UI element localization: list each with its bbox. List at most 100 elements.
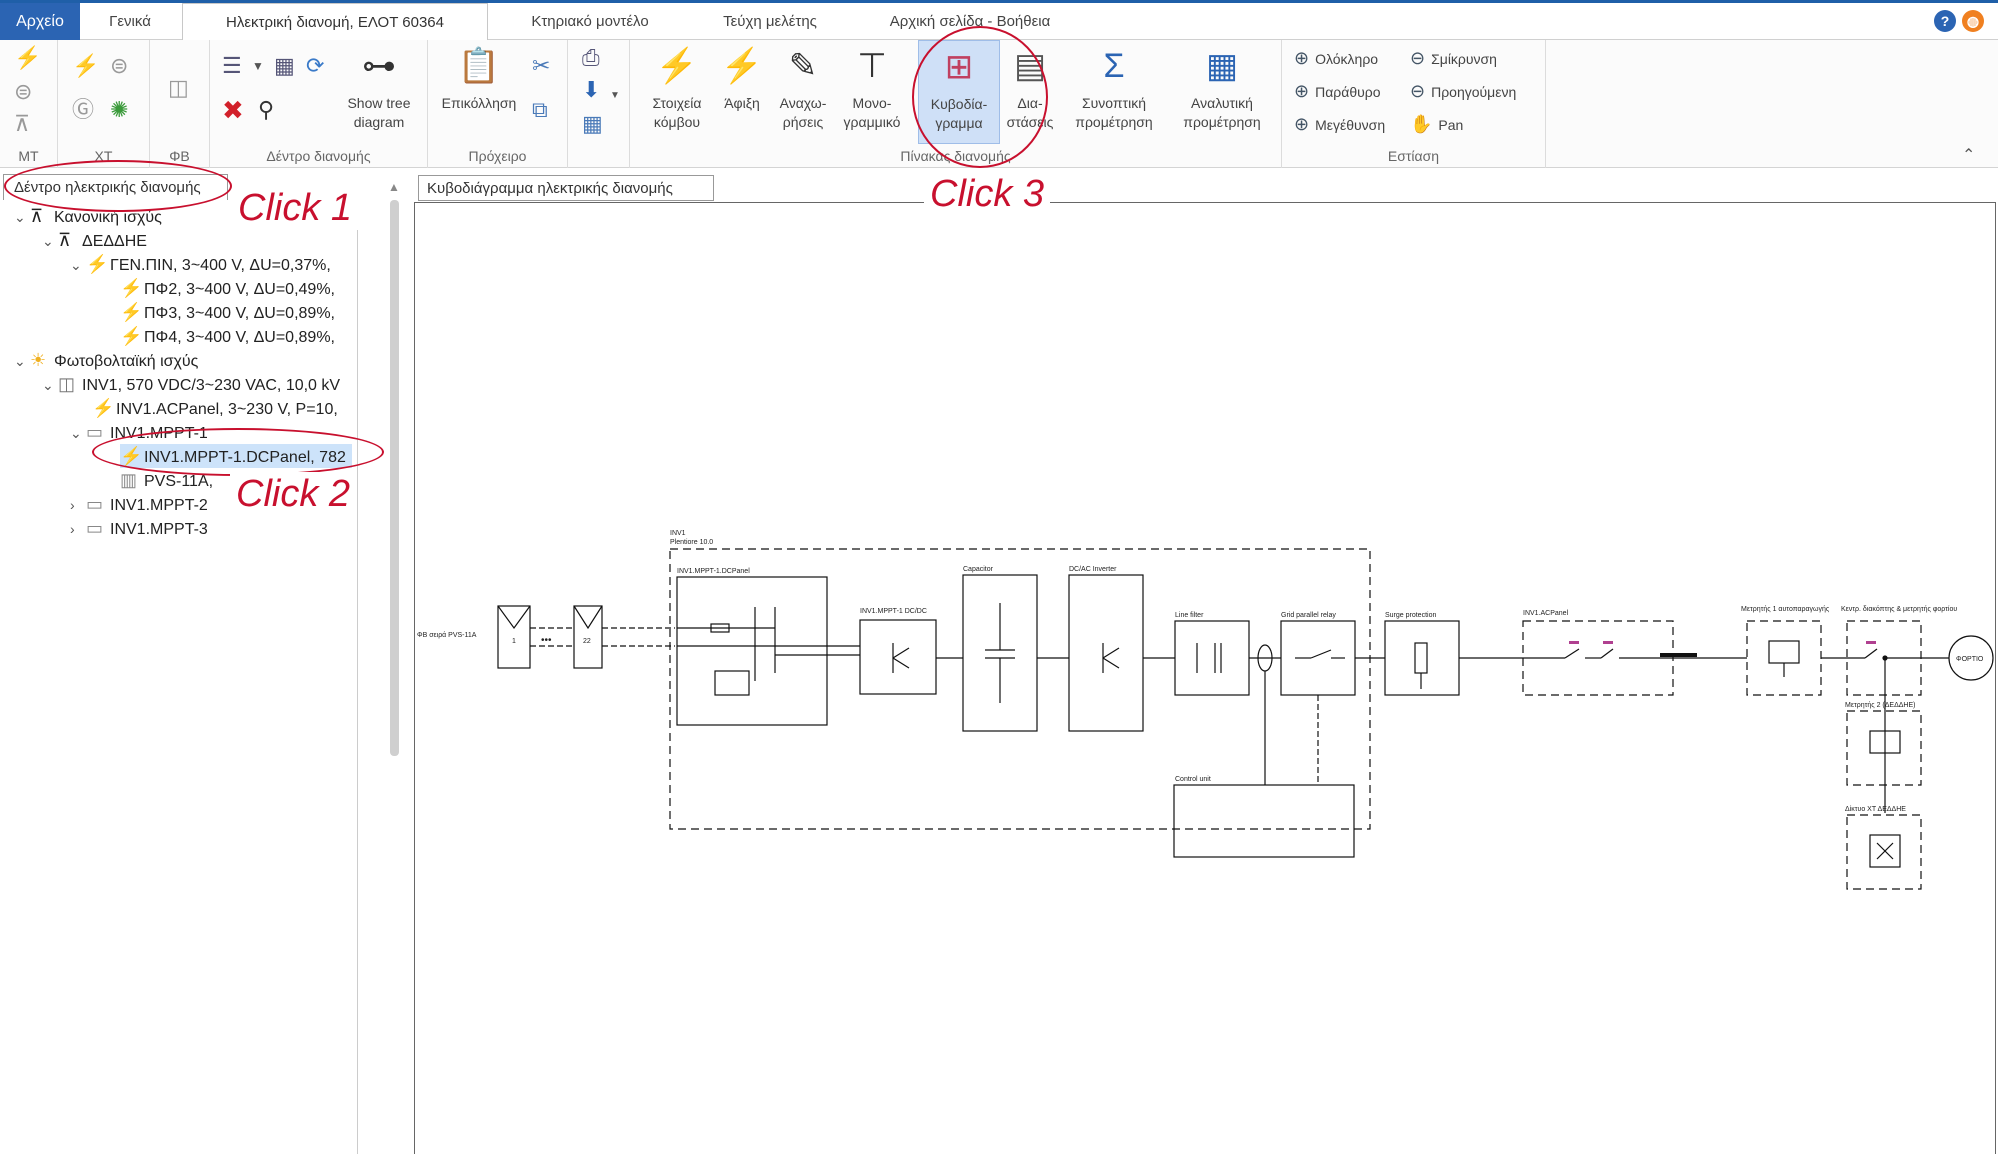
chevron-right-icon[interactable]: › (70, 497, 75, 513)
departures-button[interactable]: ✎ Αναχω-ρήσεις (772, 46, 834, 132)
group-label-fv: ΦΒ (169, 148, 190, 164)
capacitor-box (962, 574, 1038, 732)
tree-node-pv-power[interactable]: ⌄☀Φωτοβολταϊκή ισχύς (14, 348, 198, 372)
tree-node-mppt3[interactable]: ›▭INV1.MPPT-3 (70, 516, 208, 540)
zoom-in-button[interactable]: ⊕Μεγέθυνση (1294, 112, 1385, 136)
node-data-label: Στοιχεία κόμβου (652, 95, 702, 130)
group-mt: ⚡ ⊜ ⊼ ΜΤ (0, 40, 58, 168)
help-icon[interactable]: ? (1934, 10, 1956, 32)
print-icon[interactable]: ⎙ (582, 45, 600, 70)
support-icon[interactable]: ◍ (1962, 10, 1984, 32)
tree-node-pf2[interactable]: ⚡ΠΦ2, 3~400 V, ΔU=0,49%, (120, 276, 335, 300)
pv-num-22: 22 (583, 638, 591, 645)
tree-node-acpanel[interactable]: ⚡INV1.ACPanel, 3~230 V, P=10, (92, 396, 338, 420)
tab-file[interactable]: Αρχείο (0, 3, 80, 40)
chevron-down-icon[interactable]: ⌄ (70, 257, 82, 273)
generator-icon[interactable]: Ⓖ (72, 97, 95, 122)
disconnect-icon[interactable]: ⚲ (258, 97, 275, 122)
tab-building-model[interactable]: Κτηριακό μοντέλο (531, 13, 649, 30)
annotation-circle-1 (4, 160, 232, 212)
lightning-icon[interactable]: ⚡ (72, 53, 100, 78)
arrival-button[interactable]: ⚡ Άφιξη (712, 46, 772, 113)
zoom-previous-button[interactable]: ⊖Προηγούμενη (1410, 79, 1516, 103)
surge-label: Surge protection (1385, 612, 1436, 619)
tree-node-label: PVS-11A, (144, 473, 214, 490)
diagram-canvas[interactable]: ΦΒ σειρά PVS-11A 1 22 ••• INV1 Plentiore… (414, 202, 1996, 1154)
analytic-bill-button[interactable]: ▦ Αναλυτική προμέτρηση (1170, 46, 1274, 132)
tab-home-help[interactable]: Αρχική σελίδα - Βοήθεια (889, 13, 1051, 30)
calculator-icon[interactable]: ▦ (274, 53, 295, 78)
scroll-up-icon[interactable]: ▲ (388, 180, 400, 194)
network-icon[interactable]: ✺ (110, 97, 129, 122)
meter2-box (1846, 710, 1922, 786)
chevron-down-icon[interactable]: ⌄ (70, 425, 82, 441)
chevron-down-icon[interactable]: ⌄ (14, 209, 26, 225)
chevron-down-icon[interactable]: ▼ (610, 90, 620, 101)
tab-study-volumes[interactable]: Τεύχη μελέτης (723, 13, 817, 30)
pv-num-1: 1 (512, 638, 516, 645)
download-icon[interactable]: ⬇ (582, 77, 601, 102)
pan-label: Pan (1438, 117, 1464, 133)
capacitor-label: Capacitor (963, 566, 994, 573)
collapse-ribbon-icon[interactable]: ⌃ (1962, 147, 1976, 164)
chevron-down-icon[interactable]: ⌄ (42, 377, 54, 393)
tree-node-label: ΓΕΝ.ΠΙΝ, 3~400 V, ΔU=0,37%, (110, 257, 331, 274)
tree-node-pf4[interactable]: ⚡ΠΦ4, 3~400 V, ΔU=0,89%, (120, 324, 335, 348)
scrollbar-thumb[interactable] (390, 200, 399, 756)
tab-general[interactable]: Γενικά (109, 13, 151, 30)
grid-relay-label: Grid parallel relay (1281, 612, 1336, 619)
lightning-icon: ⚡ (92, 398, 115, 418)
chevron-right-icon[interactable]: › (70, 521, 75, 537)
zoom-full-button[interactable]: ⊕Ολόκληρο (1294, 46, 1378, 70)
delete-icon[interactable]: ✖ (222, 95, 244, 125)
analytic-bill-label: Αναλυτική προμέτρηση (1183, 95, 1261, 130)
pylon-icon[interactable]: ⊼ (14, 111, 31, 136)
show-tree-diagram-button[interactable]: ⊶ Show tree diagram (330, 46, 428, 132)
list-icon[interactable]: ☰ (222, 53, 242, 78)
tree-node-pf3[interactable]: ⚡ΠΦ3, 3~400 V, ΔU=0,89%, (120, 300, 335, 324)
transformer-icon[interactable]: ⊜ (110, 53, 129, 78)
single-line-button[interactable]: ⊤ Μονο-γραμμικό (836, 46, 908, 132)
tree-node-gen-pin[interactable]: ⌄⚡ΓΕΝ.ΠΙΝ, 3~400 V, ΔU=0,37%, (70, 252, 331, 276)
chevron-down-icon[interactable]: ▼ (252, 59, 264, 73)
tree-scrollbar[interactable]: ▲ (383, 178, 407, 1154)
annotation-circle-3 (912, 26, 1048, 168)
clipboard-icon: 📋 (457, 47, 501, 85)
chevron-down-icon[interactable]: ⌄ (42, 233, 54, 249)
diagram-panel-tab[interactable]: Κυβοδιάγραμμα ηλεκτρικής διανομής (418, 175, 714, 201)
tree-node-pvs11a[interactable]: ▥PVS-11A, (120, 468, 213, 492)
pan-button[interactable]: ✋ Pan (1410, 112, 1463, 136)
dcpanel-box (676, 576, 828, 726)
tree-node-label: ΠΦ3, 3~400 V, ΔU=0,89%, (144, 305, 335, 322)
pylon-icon: ⊼ (30, 206, 44, 226)
group-label-clipboard: Πρόχειρο (468, 148, 527, 164)
pylon-icon: ⊼ (58, 230, 72, 250)
dcpanel-label: INV1.MPPT-1.DCPanel (677, 568, 750, 575)
pv-inverter-icon[interactable]: ◫ (168, 75, 189, 100)
dcac-box (1068, 574, 1144, 732)
tree-node-deddie[interactable]: ⌄⊼ΔΕΔΔΗΕ (42, 228, 147, 252)
table-icon[interactable]: ▦ (582, 111, 603, 136)
menu-tab-bar: Αρχείο Γενικά Ηλεκτρική διανομή, ΕΛΟΤ 60… (0, 0, 1998, 41)
transformer-icon[interactable]: ⊜ (14, 79, 33, 104)
lightning-icon[interactable]: ⚡ (14, 45, 42, 70)
lightning-icon: ⚡ (120, 302, 143, 322)
summary-bill-button[interactable]: Σ Συνοπτική προμέτρηση (1064, 46, 1164, 132)
tab-electrical-distribution[interactable]: Ηλεκτρική διανομή, ΕΛΟΤ 60364 (182, 3, 488, 41)
zoom-window-button[interactable]: ⊕Παράθυρο (1294, 79, 1381, 103)
refresh-icon[interactable]: ⟳ (306, 53, 325, 78)
hand-icon: ✋ (1410, 114, 1433, 134)
chevron-down-icon[interactable]: ⌄ (14, 353, 26, 369)
zoom-out-button[interactable]: ⊖Σμίκρυνση (1410, 46, 1497, 70)
grid-label: Δίκτυο ΧΤ ΔΕΔΔΗΕ (1845, 805, 1906, 813)
load-circle (1948, 635, 1994, 681)
tree-node-mppt2[interactable]: ›▭INV1.MPPT-2 (70, 492, 208, 516)
copy-icon[interactable]: ⧉ (532, 97, 548, 122)
paste-button[interactable]: 📋 Επικόλληση (434, 46, 524, 113)
dcdc-box (859, 619, 937, 695)
tree-node-inv1[interactable]: ⌄◫INV1, 570 VDC/3~230 VAC, 10,0 kV (42, 372, 340, 396)
tree-node-label: INV1.ACPanel, 3~230 V, P=10, (116, 401, 338, 418)
tree-node-normal-power[interactable]: ⌄⊼Κανονική ισχύς (14, 204, 162, 228)
scissors-icon[interactable]: ✂ (532, 53, 551, 78)
node-data-button[interactable]: ⚡ Στοιχεία κόμβου (642, 46, 712, 132)
